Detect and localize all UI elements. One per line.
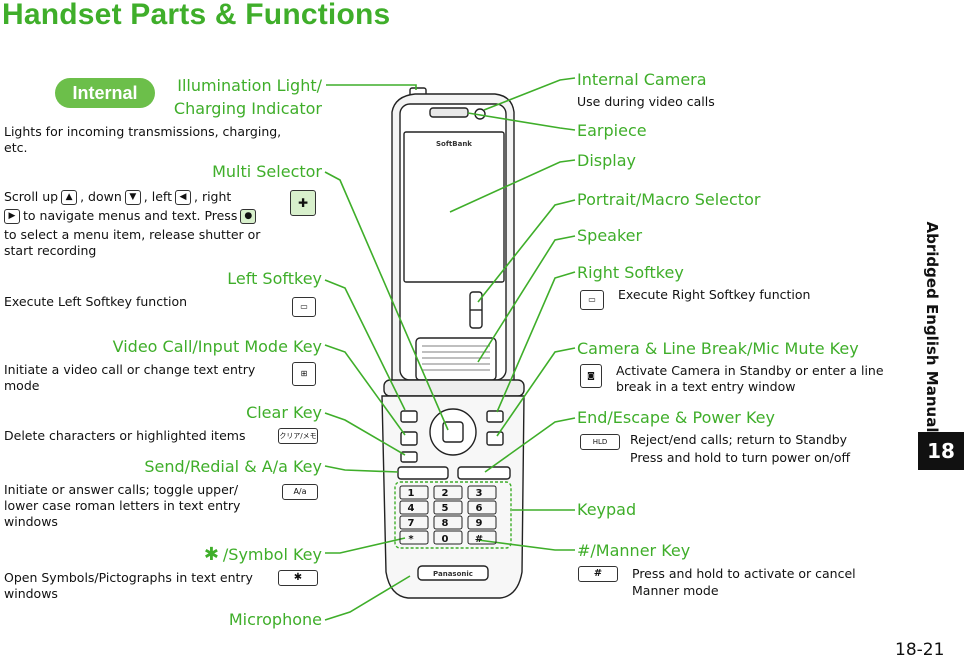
key-4: 4	[408, 503, 415, 514]
keypad-label: Keypad	[577, 500, 637, 519]
manner-key-label: #/Manner Key	[577, 541, 691, 560]
internal-camera-desc: Use during video calls	[577, 94, 715, 109]
earpiece-label: Earpiece	[577, 121, 647, 140]
send-desc-1: Initiate or answer calls; toggle upper/	[4, 482, 239, 497]
symbol-desc-2: windows	[4, 586, 58, 601]
key-1: 1	[408, 488, 415, 499]
illumination-label-1: Illumination Light/	[177, 76, 322, 95]
multi-desc-3: to select a menu item, release shutter o…	[4, 227, 261, 242]
left-softkey-desc: Execute Left Softkey function	[4, 294, 188, 309]
right-softkey-label: Right Softkey	[577, 263, 684, 282]
symbol-desc-1: Open Symbols/Pictographs in text entry	[4, 570, 253, 585]
end-key-icon: HLD	[580, 434, 620, 450]
end-desc-1: Reject/end calls; return to Standby	[630, 432, 848, 447]
clear-key-icon: クリア/メモ	[278, 428, 318, 444]
display-label: Display	[577, 151, 636, 170]
sidebar-tab: Abridged English Manual	[912, 221, 952, 433]
key-0: 0	[442, 534, 449, 545]
clear-key-label: Clear Key	[246, 403, 322, 422]
selector-down-icon: ▼	[124, 189, 141, 205]
left-softkey-icon: ▭	[292, 297, 316, 317]
page-number: 18-21	[895, 640, 945, 660]
left-softkey-part	[400, 410, 418, 423]
internal-badge: Internal	[55, 78, 155, 108]
microphone-label: Microphone	[228, 610, 322, 629]
sidebar-text: Abridged English Manual	[923, 221, 941, 433]
video-call-part	[400, 431, 418, 446]
key-3: 3	[476, 488, 483, 499]
multi-selector-icon: ✚	[290, 190, 316, 216]
multi-desc-down: , down	[80, 189, 122, 204]
asterisk-icon: ✱	[203, 544, 219, 565]
camera-key-part	[486, 431, 504, 446]
selector-left-icon: ◀	[175, 189, 191, 205]
symbol-key-icon: ✱	[278, 570, 318, 586]
speaker-label: Speaker	[577, 226, 643, 245]
clear-key-desc: Delete characters or highlighted items	[4, 428, 246, 443]
key-2: 2	[442, 488, 449, 499]
selector-right-icon: ▶	[4, 208, 20, 224]
multi-desc-4: start recording	[4, 243, 97, 258]
camera-desc-2: break in a text entry window	[616, 379, 796, 394]
multi-desc-left: , left	[143, 189, 172, 204]
video-call-desc-2: mode	[4, 378, 40, 393]
phone-brand-top: SoftBank	[436, 140, 472, 148]
send-desc-3: windows	[4, 514, 58, 529]
illumination-desc-2: etc.	[4, 140, 28, 155]
key-7: 7	[408, 518, 415, 529]
illumination-desc-1: Lights for incoming transmissions, charg…	[4, 124, 282, 139]
right-softkey-icon: ▭	[580, 290, 604, 310]
multi-desc-up: Scroll up	[4, 189, 59, 204]
camera-desc-1: Activate Camera in Standby or enter a li…	[616, 363, 884, 378]
video-call-label: Video Call/Input Mode Key	[112, 337, 322, 356]
key-9: 9	[476, 518, 483, 529]
symbol-key-label: /Symbol Key	[222, 545, 322, 564]
multi-selector-label: Multi Selector	[212, 162, 322, 181]
chapter-number: 18	[918, 432, 964, 470]
video-call-desc-1: Initiate a video call or change text ent…	[4, 362, 256, 377]
multi-desc-line-2: ▶ to navigate menus and text. Press ●	[4, 208, 257, 224]
page-title: Handset Parts & Functions	[2, 0, 391, 31]
camera-key-icon: ◙	[580, 364, 602, 388]
left-softkey-label: Left Softkey	[227, 269, 322, 288]
send-key-label: Send/Redial & A/a Key	[144, 457, 322, 476]
key-5: 5	[442, 503, 449, 514]
earpiece-part	[429, 107, 469, 118]
manner-desc-2: Manner mode	[632, 583, 719, 598]
send-key-part	[397, 466, 449, 480]
camera-key-label: Camera & Line Break/Mic Mute Key	[577, 339, 859, 358]
end-key-part	[457, 466, 511, 480]
illumination-label-2: Charging Indicator	[173, 99, 322, 118]
end-desc-2: Press and hold to turn power on/off	[630, 450, 851, 465]
manner-desc-1: Press and hold to activate or cancel	[632, 566, 856, 581]
manner-key-icon: #	[578, 566, 618, 582]
display-part	[403, 131, 505, 283]
key-6: 6	[476, 503, 483, 514]
phone-brand-bottom: Panasonic	[433, 570, 473, 578]
key-8: 8	[442, 518, 449, 529]
selector-up-icon: ▲	[61, 189, 78, 205]
end-key-label: End/Escape & Power Key	[577, 408, 775, 427]
send-key-icon: A/a	[282, 484, 318, 500]
right-softkey-part	[486, 410, 504, 423]
selector-center-icon: ●	[240, 208, 257, 224]
internal-camera-label: Internal Camera	[577, 70, 707, 89]
key-star: *	[408, 534, 414, 545]
symbol-key-label-row: ✱ /Symbol Key	[204, 545, 322, 565]
portrait-macro-label: Portrait/Macro Selector	[577, 190, 761, 209]
video-call-icon: ⊞	[292, 362, 316, 386]
multi-desc-right: , right	[194, 189, 232, 204]
key-hash: #	[475, 534, 483, 545]
keypad-outline	[394, 481, 512, 549]
right-softkey-desc: Execute Right Softkey function	[618, 287, 811, 302]
send-desc-2: lower case roman letters in text entry	[4, 498, 241, 513]
keypad-keys: 1 2 3 4 5 6 7 8 9 * 0 #	[408, 488, 484, 545]
multi-desc-navigate: to navigate menus and text. Press	[23, 208, 238, 223]
microphone-part	[417, 565, 489, 581]
speaker-part	[415, 337, 497, 381]
multi-desc-line-1: Scroll up ▲ , down ▼ , left ◀ , right	[4, 189, 231, 205]
